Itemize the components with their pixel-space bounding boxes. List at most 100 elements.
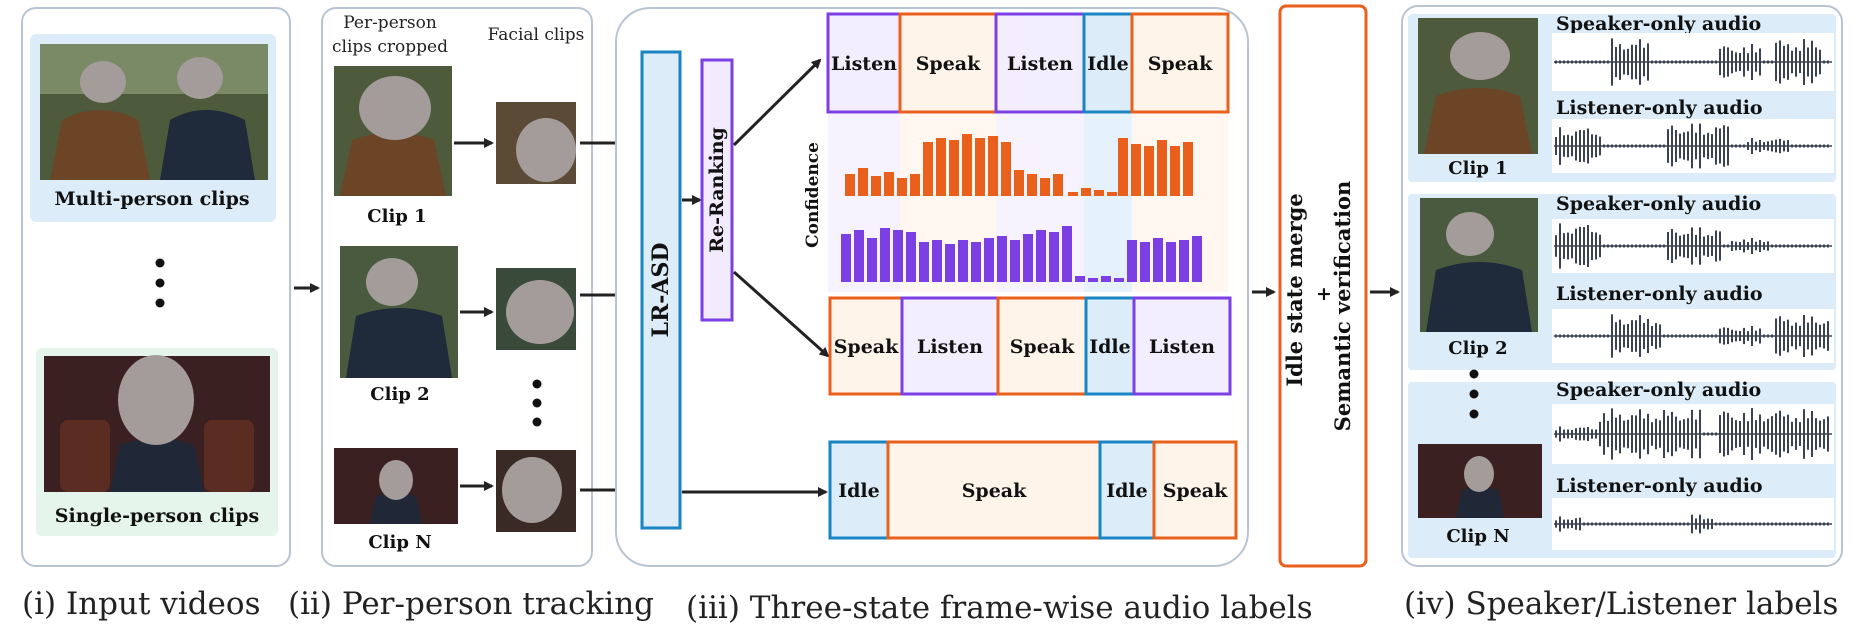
confidence-bar: [1014, 170, 1024, 196]
confidence-bars: [841, 134, 1202, 282]
confidence-bar: [962, 134, 972, 196]
confidence-bar: [893, 230, 903, 282]
state-label: Speak: [1010, 336, 1075, 358]
face-blur: [1464, 456, 1494, 492]
multi-person-photo: [40, 44, 268, 180]
confidence-bar: [1153, 238, 1163, 282]
ellipsis-dot: [1469, 369, 1479, 379]
face-blur: [506, 280, 574, 344]
listener-audio-label: Listener-only audio: [1556, 283, 1763, 305]
confidence-bar: [1010, 240, 1020, 282]
merge-plus: +: [1316, 283, 1332, 305]
confidence-label: Confidence: [803, 142, 823, 248]
confidence-bar: [1131, 144, 1141, 196]
confidence-bar: [949, 140, 959, 196]
confidence-bar: [997, 236, 1007, 282]
state-segment-speak: [898, 12, 998, 114]
col2-header: Facial clips: [488, 25, 585, 45]
output-clip-n-photo: [1418, 444, 1542, 518]
output-clip-label: Clip N: [1446, 526, 1509, 547]
ellipsis-dot: [532, 379, 542, 389]
face-blur: [366, 258, 418, 306]
confidence-bar: [1183, 142, 1193, 196]
confidence-bar: [1140, 242, 1150, 282]
state-segment-idle: [1082, 12, 1134, 114]
state-segment-listen: [994, 12, 1086, 114]
confidence-bar: [1179, 240, 1189, 282]
merge-block: [1278, 4, 1368, 568]
confidence-bar: [897, 178, 907, 196]
state-segment-listen: [826, 12, 902, 114]
merge-line2: Semantic verification: [1330, 181, 1355, 432]
confidence-bar: [906, 232, 916, 282]
confidence-bar: [932, 240, 942, 282]
output-clip-label: Clip 2: [1448, 338, 1507, 359]
state-segment-listen: [1132, 296, 1232, 396]
confidence-bar: [1001, 142, 1011, 196]
face-blur: [118, 355, 194, 445]
state-segment-listen: [900, 296, 1000, 396]
output-clip-2-photo: [1420, 198, 1538, 332]
confidence-bar: [880, 228, 890, 282]
tracking-clip-label: Clip N: [368, 532, 431, 553]
ellipsis-dot: [155, 278, 165, 288]
single-person-photo: [44, 355, 270, 492]
confidence-bar: [1027, 174, 1037, 196]
state-label: Idle: [1087, 53, 1128, 75]
state-label: Speak: [834, 336, 899, 358]
confidence-bar: [1023, 234, 1033, 282]
face-blur: [379, 460, 413, 500]
ellipsis-dot: [155, 298, 165, 308]
confidence-bar: [1075, 276, 1085, 282]
confidence-bar: [958, 240, 968, 282]
speaker-audio-label: Speaker-only audio: [1556, 13, 1761, 35]
confidence-bar: [1144, 146, 1154, 196]
multi-person-label: Multi-person clips: [54, 188, 249, 210]
confidence-bar: [871, 176, 881, 196]
labels-caption: (iii) Three-state frame-wise audio label…: [686, 590, 1313, 626]
confidence-bar: [854, 230, 864, 282]
confidence-bar: [1107, 192, 1117, 196]
col1-header: clips cropped: [332, 37, 448, 57]
state-segment-speak: [886, 440, 1102, 540]
confidence-bar: [1114, 278, 1124, 282]
confidence-bar: [884, 172, 894, 196]
confidence-bar: [1062, 226, 1072, 282]
state-label: Idle: [838, 480, 879, 502]
confidence-bar: [936, 138, 946, 196]
state-segment-idle: [1098, 440, 1156, 540]
state-label: Idle: [1106, 480, 1147, 502]
confidence-bar: [841, 234, 851, 282]
face-blur: [1446, 212, 1494, 256]
tracking-clip-label: Clip 2: [370, 384, 429, 405]
confidence-bar: [1036, 230, 1046, 282]
ellipsis-dot: [1469, 389, 1479, 399]
confidence-bar: [1040, 178, 1050, 196]
confidence-bar: [1127, 240, 1137, 282]
confidence-bar: [845, 174, 855, 196]
confidence-bar: [1170, 146, 1180, 196]
confidence-bar: [1118, 138, 1128, 196]
state-segment-speak: [1152, 440, 1238, 540]
speaker-audio-label: Speaker-only audio: [1556, 193, 1761, 215]
state-segment-speak: [996, 296, 1088, 396]
state-label: Listen: [917, 336, 983, 358]
confidence-bar: [867, 238, 877, 282]
tracking-caption: (ii) Per-person tracking: [288, 586, 654, 622]
state-segment-speak: [828, 296, 904, 396]
confidence-bar: [984, 238, 994, 282]
tracking-clip-label: Clip 1: [367, 206, 426, 227]
ellipsis-dot: [532, 398, 542, 408]
face-blur: [502, 457, 562, 523]
confidence-bar: [1068, 192, 1078, 196]
confidence-bar: [919, 242, 929, 282]
ellipsis-dot: [532, 417, 542, 427]
listener-audio-label: Listener-only audio: [1556, 475, 1763, 497]
single-person-label: Single-person clips: [55, 505, 259, 527]
output-caption: (iv) Speaker/Listener labels: [1404, 586, 1838, 622]
face-blur: [359, 76, 431, 140]
listener-audio-label: Listener-only audio: [1556, 97, 1763, 119]
